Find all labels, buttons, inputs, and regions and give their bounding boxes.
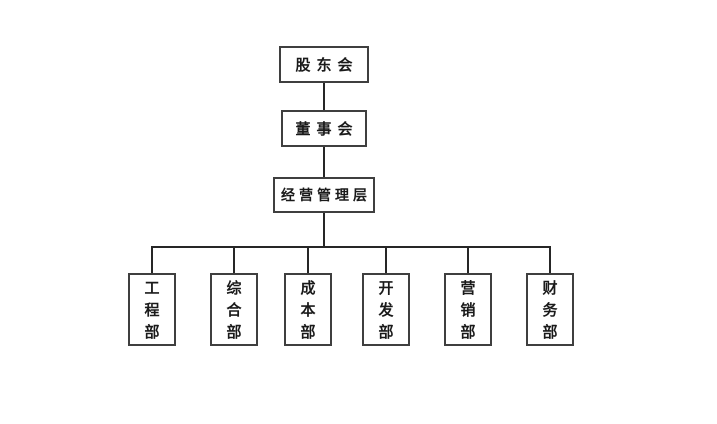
connector-drop-marketing <box>467 246 469 273</box>
org-node-shareholders-label: 股东会 <box>295 56 359 74</box>
org-node-general-dept: 综合部 <box>210 273 258 346</box>
org-node-marketing-dept: 营销部 <box>444 273 492 346</box>
connector-bus-horizontal <box>151 246 551 248</box>
org-node-shareholders: 股东会 <box>279 46 369 83</box>
org-node-development-dept-label: 开发部 <box>376 280 395 346</box>
connector-shareholders-board <box>323 83 325 110</box>
org-node-marketing-dept-label: 营销部 <box>458 280 477 346</box>
org-node-cost-dept: 成本部 <box>284 273 332 346</box>
connector-drop-development <box>385 246 387 273</box>
org-node-general-dept-label: 综合部 <box>224 280 243 346</box>
org-node-board: 董事会 <box>281 110 367 147</box>
org-node-engineering-dept: 工程部 <box>128 273 176 346</box>
connector-drop-general <box>233 246 235 273</box>
connector-board-management <box>323 147 325 177</box>
org-node-development-dept: 开发部 <box>362 273 410 346</box>
org-node-engineering-dept-label: 工程部 <box>142 280 161 346</box>
connector-drop-finance <box>549 246 551 273</box>
connector-management-bus <box>323 213 325 247</box>
org-node-board-label: 董事会 <box>295 120 359 138</box>
org-node-management-label: 经营管理层 <box>281 188 371 204</box>
org-node-cost-dept-label: 成本部 <box>298 280 317 346</box>
org-node-finance-dept-label: 财务部 <box>540 280 559 346</box>
org-node-management: 经营管理层 <box>273 177 375 213</box>
connector-drop-cost <box>307 246 309 273</box>
connector-drop-engineering <box>151 246 153 273</box>
org-node-finance-dept: 财务部 <box>526 273 574 346</box>
